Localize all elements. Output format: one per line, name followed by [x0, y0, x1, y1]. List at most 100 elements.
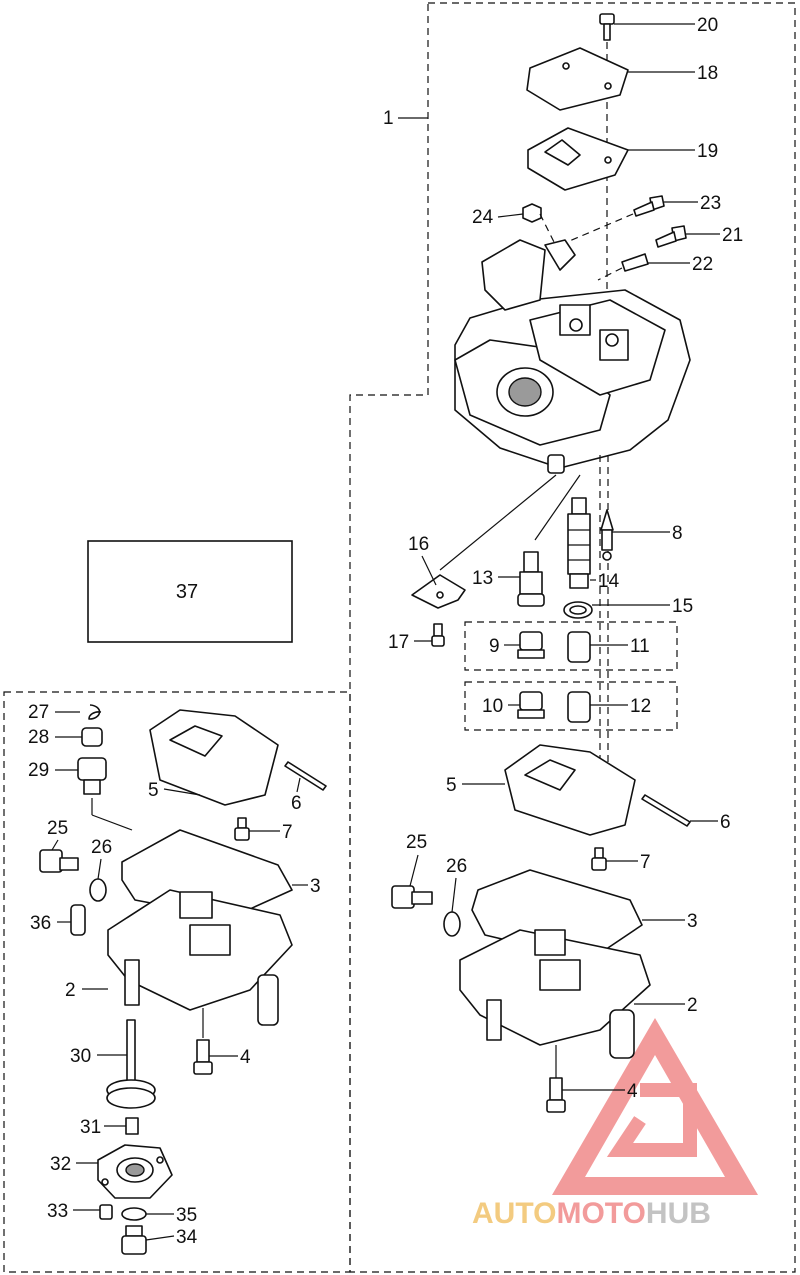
- callout-26r: 26: [446, 856, 467, 913]
- callout-17: 17: [388, 632, 432, 653]
- callout-number: 24: [472, 207, 494, 228]
- callout-28: 28: [28, 727, 82, 748]
- jet-group-outline-a: [464, 621, 678, 671]
- callout-21: 21: [686, 225, 743, 246]
- callout-11: 11: [590, 636, 650, 657]
- float-5-right: [504, 744, 636, 836]
- callout-leader: [145, 1235, 175, 1241]
- callout-number: 25: [47, 818, 68, 839]
- callout-5r: 5: [446, 775, 505, 796]
- callout-6l: 6: [291, 777, 302, 814]
- emulsion-tube-14: [567, 497, 591, 589]
- callout-32: 32: [50, 1154, 98, 1175]
- callout-number: 16: [408, 534, 429, 555]
- drain-screw-25-left: [39, 849, 79, 873]
- callout-number: 35: [176, 1205, 197, 1226]
- carburetor-lower-right-parts: [391, 744, 691, 1113]
- callout-19: 19: [628, 141, 718, 162]
- callout-2l: 2: [65, 980, 108, 1001]
- callout-number: 4: [240, 1047, 251, 1068]
- float-needle-8: [600, 509, 614, 561]
- nut-24: [522, 203, 542, 223]
- carburetor-middle-parts: [411, 455, 614, 770]
- callout-number: 31: [80, 1117, 101, 1138]
- callout-number: 25: [406, 832, 427, 853]
- callout-36: 36: [30, 913, 71, 934]
- callout-22: 22: [648, 254, 713, 275]
- cap-28: [81, 727, 103, 747]
- callout-number: 11: [630, 636, 650, 657]
- cover-plate-18: [526, 47, 629, 111]
- float-chamber-2-left: [107, 889, 293, 1026]
- callout-number: 21: [722, 225, 743, 246]
- callout-34: 34: [145, 1227, 198, 1248]
- jet-group-outline-b: [464, 681, 678, 731]
- callout-number: 20: [697, 15, 718, 36]
- callout-number: 29: [28, 760, 49, 781]
- callout-10: 10: [482, 696, 520, 717]
- callout-8: 8: [612, 523, 683, 544]
- callout-16: 16: [408, 534, 437, 586]
- callout-number: 28: [28, 727, 49, 748]
- callout-20: 20: [614, 15, 718, 36]
- float-5-left: [149, 709, 279, 806]
- callout-number: 19: [697, 141, 718, 162]
- callout-number: 22: [692, 254, 713, 275]
- group-outline-left: [3, 691, 351, 1273]
- callout-number: 4: [627, 1081, 638, 1102]
- callout-26l: 26: [91, 837, 112, 880]
- callout-leader: [451, 877, 457, 913]
- callout-27: 27: [28, 702, 80, 723]
- carburetor-lower-left-parts: [39, 704, 327, 1255]
- pilot-jet-13: [517, 551, 545, 607]
- callout-number: 33: [47, 1201, 68, 1222]
- callout-35: 35: [146, 1205, 197, 1226]
- main-jet-10: [517, 691, 545, 719]
- callout-number: 27: [28, 702, 49, 723]
- screw-21: [655, 225, 687, 248]
- gasket-19: [527, 127, 629, 191]
- callout-3r: 3: [642, 911, 698, 932]
- callout-number: 13: [472, 568, 493, 589]
- callout-13: 13: [472, 568, 520, 589]
- kit-box-37: 37: [87, 540, 293, 643]
- callout-4l: 4: [209, 1047, 251, 1068]
- float-pin-6-left: [284, 761, 327, 791]
- callout-6r: 6: [690, 812, 731, 833]
- screw-17: [431, 623, 445, 647]
- callout-leader: [421, 555, 437, 586]
- callout-23: 23: [664, 193, 721, 214]
- drain-screw-25-right: [391, 885, 433, 909]
- callout-number: 34: [176, 1227, 198, 1248]
- main-jet-12: [567, 691, 591, 723]
- callout-leader: [497, 213, 524, 218]
- callout-4r: 4: [562, 1081, 638, 1102]
- automotohub-watermark: AUTOMOTOHUB: [472, 1018, 758, 1230]
- valve-29: [77, 757, 107, 795]
- spring-22: [621, 253, 649, 272]
- callout-1: 1: [383, 108, 428, 129]
- callout-number: 6: [720, 812, 731, 833]
- callout-leader: [163, 788, 201, 796]
- callout-number: 7: [640, 852, 651, 873]
- callout-number: 3: [687, 911, 698, 932]
- callout-leader: [51, 839, 59, 851]
- callout-31: 31: [80, 1117, 126, 1138]
- callout-number: 17: [388, 632, 409, 653]
- callout-leader: [97, 858, 102, 880]
- group-outlines: [3, 2, 796, 1273]
- callout-25l: 25: [47, 818, 68, 851]
- callout-number: 3: [310, 876, 321, 897]
- pin-36: [70, 904, 86, 936]
- carburetor-upper-parts: [454, 13, 691, 474]
- callout-number: 18: [697, 63, 718, 84]
- screw-4-left: [193, 1039, 213, 1075]
- callout-number: 2: [65, 980, 76, 1001]
- screw-23: [633, 195, 665, 217]
- kit-box-label: 37: [176, 581, 198, 603]
- callout-number: 30: [70, 1046, 91, 1067]
- o-ring-26-right: [443, 911, 461, 937]
- callout-leader: [409, 854, 419, 887]
